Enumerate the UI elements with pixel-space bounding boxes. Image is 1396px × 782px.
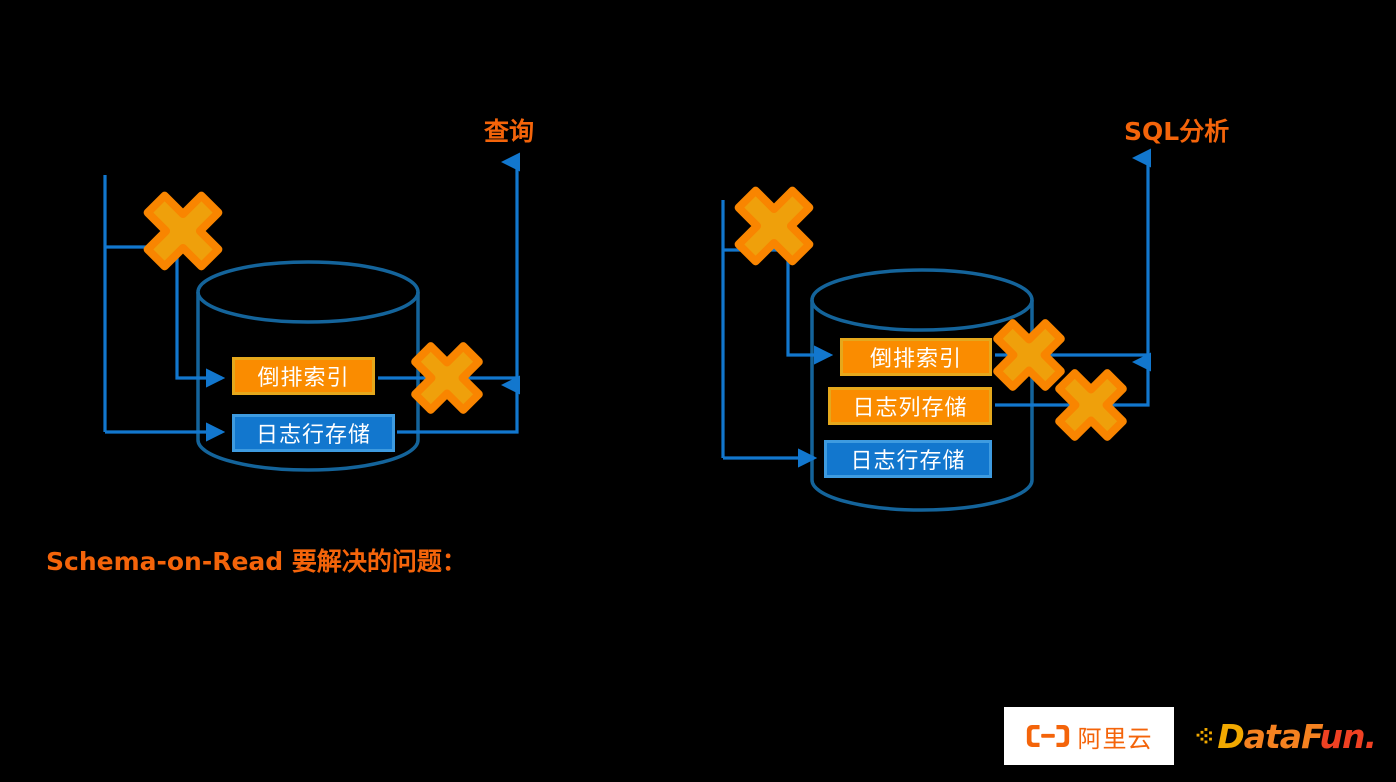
left-inverted-index-box: 倒排索引: [232, 357, 375, 395]
datafun-ata: ata: [1243, 716, 1302, 756]
datafun-logo: DataFun.: [1196, 710, 1377, 762]
datafun-dot: .: [1364, 716, 1377, 756]
right-log-row-store-box: 日志行存储: [824, 440, 992, 478]
aliyun-bracket-mark-icon: [1026, 725, 1069, 747]
aliyun-logo: 阿里云: [1004, 707, 1174, 765]
datafun-un: un: [1319, 716, 1365, 756]
left-branch-to-index: [105, 245, 226, 388]
datafun-d: D: [1217, 716, 1244, 756]
right-cross-index: [993, 319, 1065, 391]
sql-analysis-output-label: SQL分析: [1124, 117, 1230, 146]
left-cross-ingest: [143, 191, 223, 271]
query-output-label: 查询: [484, 117, 535, 146]
right-cross-column: [1055, 369, 1127, 441]
right-inverted-index-box: 倒排索引: [840, 338, 992, 376]
datafun-f: F: [1301, 716, 1320, 756]
slide-caption: Schema-on-Read 要解决的问题：: [46, 547, 467, 576]
aliyun-logo-text: 阿里云: [1077, 724, 1153, 753]
right-log-column-store-box: 日志列存储: [828, 387, 992, 425]
left-log-row-store-box: 日志行存储: [232, 414, 395, 452]
right-column-output: [995, 352, 1152, 407]
datafun-pixel-dots-icon: [1196, 728, 1212, 744]
right-cross-ingest: [734, 186, 814, 266]
left-cross-query: [411, 342, 483, 414]
left-row-output: [397, 375, 521, 434]
right-branch-to-index: [723, 248, 834, 365]
datafun-logo-text: DataFun.: [1217, 716, 1377, 756]
